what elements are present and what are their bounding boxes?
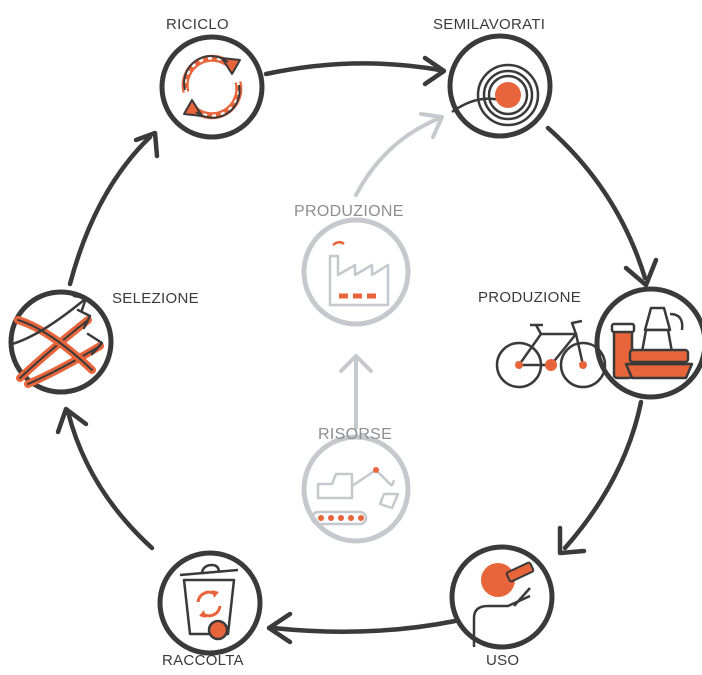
stage-raccolta (157, 550, 263, 656)
label-risorse: RISORSE (318, 426, 393, 443)
semi-finished-coil-icon (451, 63, 540, 127)
excavator-icon (310, 467, 400, 526)
person-drinking-icon (472, 561, 535, 647)
label-riciclo: RICICLO (166, 16, 229, 33)
stage-produzione (495, 286, 702, 400)
stage-semilavorati (447, 33, 553, 139)
label-produzione: PRODUZIONE (478, 289, 582, 306)
arrow-produzione-uso (562, 399, 644, 551)
label-selezione: SELEZIONE (112, 290, 199, 307)
label-produzione-interna: PRODUZIONE (294, 203, 404, 220)
label-raccolta: RACCOLTA (162, 652, 244, 669)
stage-risorse (301, 434, 411, 544)
linear-flow (339, 112, 444, 430)
stage-uso (449, 544, 555, 650)
arrow-selezione-riciclo (67, 134, 153, 287)
arrow-raccolta-selezione (65, 409, 155, 551)
stage-produzione-interna (301, 217, 411, 327)
sorting-streams-icon (10, 294, 104, 388)
stage-selezione (8, 289, 114, 395)
label-semilavorati: SEMILAVORATI (433, 16, 546, 33)
products-bicycle-kitchenware-icon (495, 306, 694, 389)
arrow-riciclo-semilavorati (263, 61, 443, 77)
arrow-semilavorati-produzione (545, 125, 648, 281)
factory-icon (328, 241, 390, 307)
arrow-uso-raccolta (270, 618, 458, 634)
recycle-arrows-icon (181, 54, 243, 120)
arrow-produzione-semilavorati (354, 116, 442, 197)
label-uso: USO (486, 652, 520, 669)
cycle-arrows (55, 55, 659, 645)
stage-riciclo (159, 34, 265, 140)
recycling-bin-icon (179, 563, 239, 641)
